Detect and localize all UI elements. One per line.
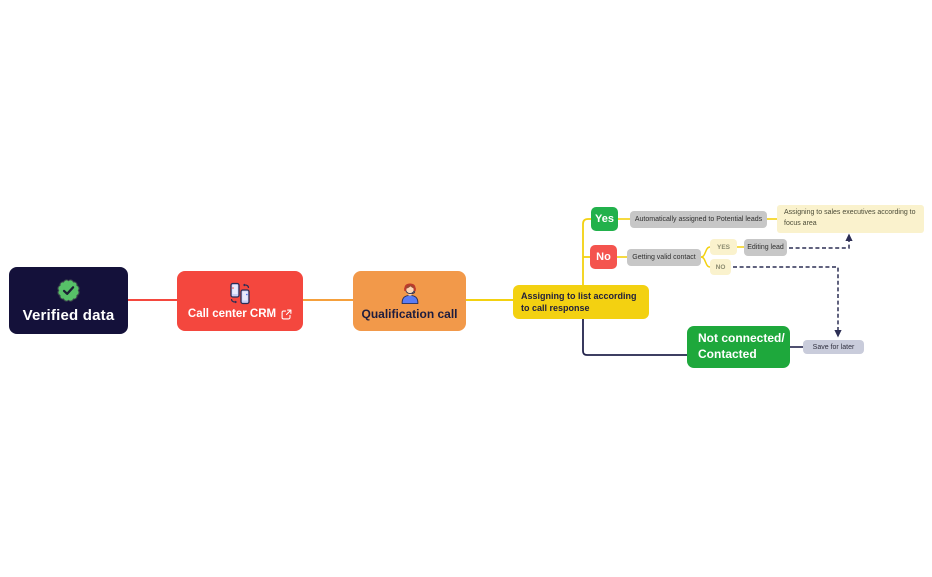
pill-label: Editing lead [747, 244, 784, 251]
node-label-line2: to call response [521, 303, 590, 313]
pill-label: Getting valid contact [632, 254, 696, 261]
node-label: Call center CRM [187, 308, 277, 320]
pill-label: YES [716, 243, 730, 251]
edge-assign-yes [582, 218, 591, 285]
pill-label: NO [715, 263, 726, 271]
node-no[interactable]: No [590, 245, 617, 269]
pill-editing-lead[interactable]: Editing lead [744, 239, 787, 256]
headset-agent-icon [401, 282, 418, 304]
node-yes[interactable]: Yes [591, 207, 618, 231]
node-qualification-call[interactable]: Qualification call [353, 271, 466, 331]
edge-contact-yessmall [700, 246, 711, 258]
node-label-row: Call center CRM [188, 308, 292, 320]
node-label: No [596, 251, 611, 263]
node-label-line2: Contacted [698, 347, 757, 361]
pill-label: Automatically assigned to Potential lead… [634, 216, 763, 223]
edge-editing-note-dashed [789, 240, 850, 249]
pill-save-for-later[interactable]: Save for later [803, 340, 864, 354]
note-label: Assigning to sales executives according … [784, 209, 916, 227]
verified-badge-icon [57, 279, 80, 302]
note-sales-executives[interactable]: Assigning to sales executives according … [777, 205, 924, 233]
edge-assign-notconnected [582, 319, 687, 356]
arrowhead-up [845, 233, 853, 241]
pill-label: Save for later [812, 343, 855, 351]
node-label: Verified data [22, 307, 115, 324]
node-label-line1: Not connected/ [698, 331, 785, 346]
edge-contact-nosmall [700, 256, 711, 268]
node-verified-data[interactable]: Verified data [9, 267, 128, 334]
node-assigning-to-list[interactable]: Assigning to list according to call resp… [513, 285, 649, 319]
edge-nosmall-save-dashed [733, 266, 839, 330]
node-call-center-crm[interactable]: Call center CRM [177, 271, 303, 331]
pill-automatically-assigned[interactable]: Automatically assigned to Potential lead… [630, 211, 767, 228]
arrowhead-down [834, 330, 842, 338]
pill-getting-valid-contact[interactable]: Getting valid contact [627, 249, 701, 266]
mini-pill-no[interactable]: NO [710, 259, 731, 275]
node-label: Yes [595, 213, 614, 225]
node-not-connected-contacted[interactable]: Not connected/ Contacted [687, 326, 790, 368]
node-label-line1: Assigning to list according [521, 290, 637, 301]
node-label: Qualification call [361, 306, 458, 321]
phone-sync-icon [230, 282, 250, 305]
mini-pill-yes[interactable]: YES [710, 239, 737, 255]
external-link-icon [281, 309, 292, 319]
